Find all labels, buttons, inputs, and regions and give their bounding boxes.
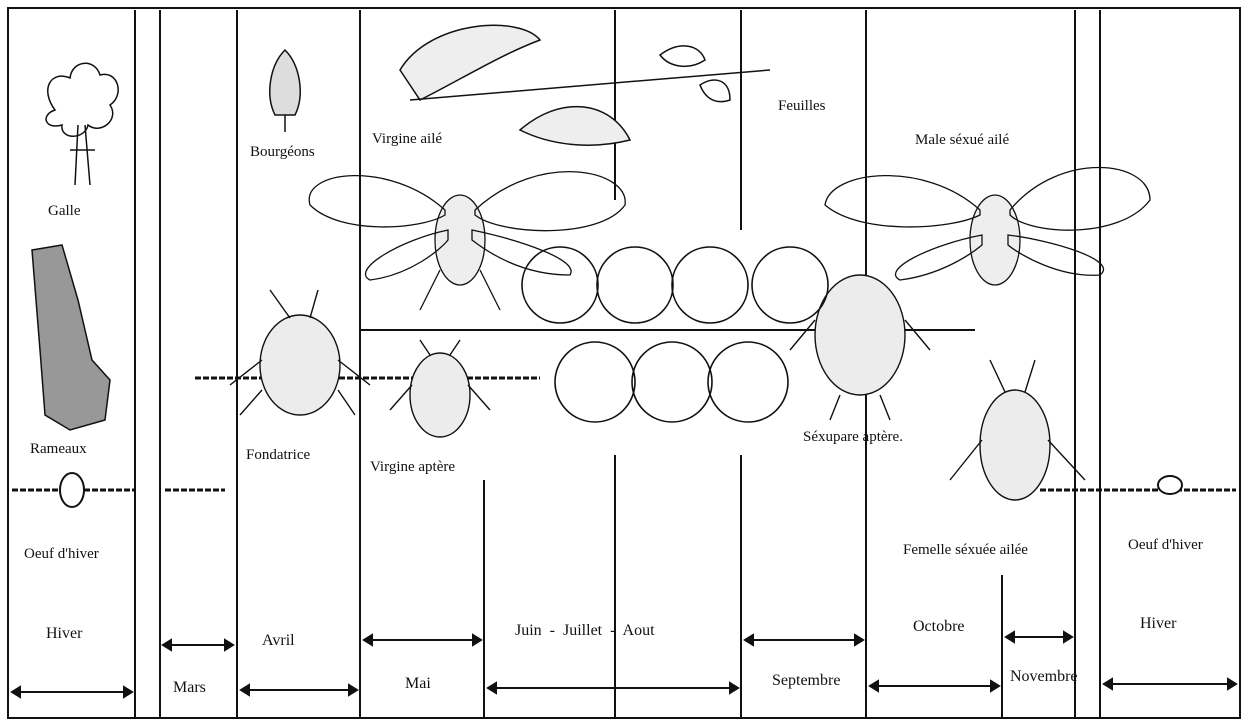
egg-icon	[1158, 476, 1182, 494]
month-mai: Mai	[405, 675, 431, 693]
leaf-branch-icon	[400, 25, 770, 145]
wingless-aphid-icon	[950, 360, 1085, 500]
label-male: Male séxué ailé	[915, 131, 1009, 149]
month-septembre: Septembre	[772, 672, 840, 690]
outer-frame	[8, 8, 1240, 718]
month-juin-aout: Juin - Juillet - Aout	[515, 622, 655, 640]
egg-icon	[60, 473, 84, 507]
label-rameaux: Rameaux	[30, 440, 87, 458]
label-feuilles: Feuilles	[778, 97, 826, 115]
label-bourgeons: Bourgéons	[250, 143, 315, 161]
wingless-aphid-icon	[790, 275, 930, 420]
month-novembre: Novembre	[1010, 668, 1078, 686]
wingless-aphid-icon	[390, 340, 490, 437]
branch-lines	[12, 378, 1236, 490]
label-galle: Galle	[48, 202, 80, 220]
month-mars: Mars	[173, 679, 206, 697]
label-oeuf-right: Oeuf d'hiver	[1128, 536, 1203, 554]
cycle-loop-icon	[522, 247, 828, 422]
label-virgine-aile: Virgine ailé	[372, 130, 442, 148]
month-hiver-left: Hiver	[46, 625, 82, 643]
label-femelle: Femelle séxuée ailée	[903, 541, 1028, 559]
gall-icon	[46, 63, 118, 185]
label-virgine-aptere: Virgine aptère	[370, 458, 455, 476]
twig-icon	[32, 245, 110, 430]
month-avril: Avril	[262, 632, 295, 650]
wingless-aphid-icon	[230, 290, 370, 415]
month-hiver-right: Hiver	[1140, 615, 1176, 633]
bud-icon	[270, 50, 300, 132]
label-oeuf-left: Oeuf d'hiver	[24, 545, 99, 563]
label-fondatrice: Fondatrice	[246, 446, 310, 464]
month-octobre: Octobre	[913, 618, 965, 636]
winged-aphid-icon	[309, 172, 625, 310]
label-sexupare: Séxupare aptère.	[803, 428, 903, 446]
winged-aphid-icon	[825, 168, 1150, 286]
